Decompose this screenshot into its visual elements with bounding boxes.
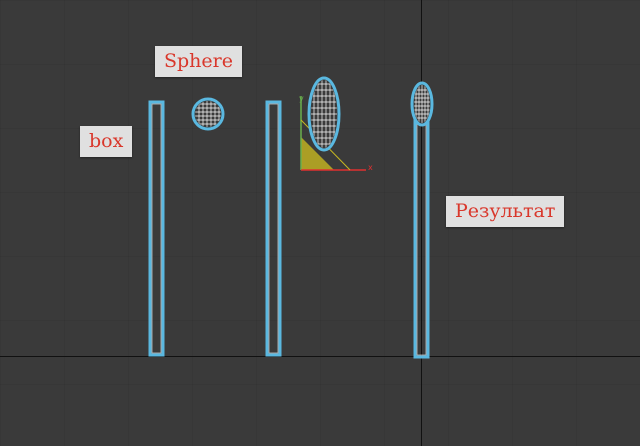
gizmo-y-label: y xyxy=(299,94,304,103)
gizmo-x-label: x xyxy=(368,163,373,172)
result-label: Результат xyxy=(446,196,565,227)
stretched-sphere-object[interactable] xyxy=(307,76,341,152)
box-object[interactable] xyxy=(148,100,165,357)
box-object-copy[interactable] xyxy=(265,100,282,357)
world-x-axis-line xyxy=(0,356,640,357)
box-label: box xyxy=(80,126,133,157)
result-object[interactable] xyxy=(410,81,434,359)
sphere-label: Sphere xyxy=(155,46,242,77)
world-y-axis-line xyxy=(421,0,422,446)
sphere-object[interactable] xyxy=(191,97,225,131)
